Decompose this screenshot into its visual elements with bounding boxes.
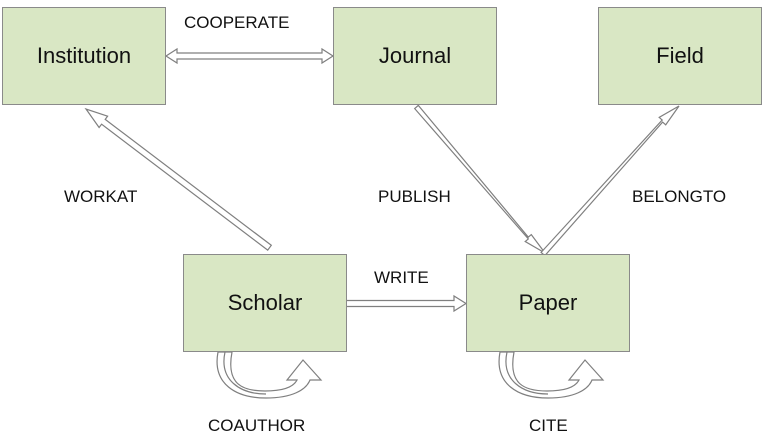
publish-arrow — [413, 104, 546, 254]
node-paper-label: Paper — [518, 290, 578, 315]
node-journal: Journal — [333, 7, 497, 105]
belongto-arrow — [540, 105, 680, 257]
edge-label-workat: WORKAT — [64, 187, 138, 206]
edge-label-write: WRITE — [374, 268, 429, 287]
edge-label-publish: PUBLISH — [378, 187, 451, 206]
coauthor-loop-inner-edge — [223, 351, 267, 395]
node-journal-label: Journal — [378, 43, 452, 68]
edge-label-cite: CITE — [529, 416, 568, 435]
cite-loop-arrow — [498, 351, 605, 399]
node-field: Field — [598, 7, 762, 105]
edge-label-belongto: BELONGTO — [632, 187, 727, 206]
write-arrow — [345, 294, 468, 313]
node-scholar-label: Scholar — [227, 290, 303, 315]
node-field-label: Field — [656, 43, 704, 68]
edge-label-coauthor: COAUTHOR — [208, 416, 306, 435]
cite-loop-inner-edge — [505, 351, 549, 395]
node-paper: Paper — [466, 254, 630, 352]
workat-arrow — [84, 107, 273, 251]
cooperate-arrow — [164, 47, 335, 65]
node-scholar: Scholar — [183, 254, 347, 352]
node-institution-label: Institution — [36, 43, 132, 68]
edge-label-cooperate: COOPERATE — [184, 13, 290, 32]
node-institution: Institution — [2, 7, 166, 105]
coauthor-loop-arrow — [216, 351, 323, 399]
